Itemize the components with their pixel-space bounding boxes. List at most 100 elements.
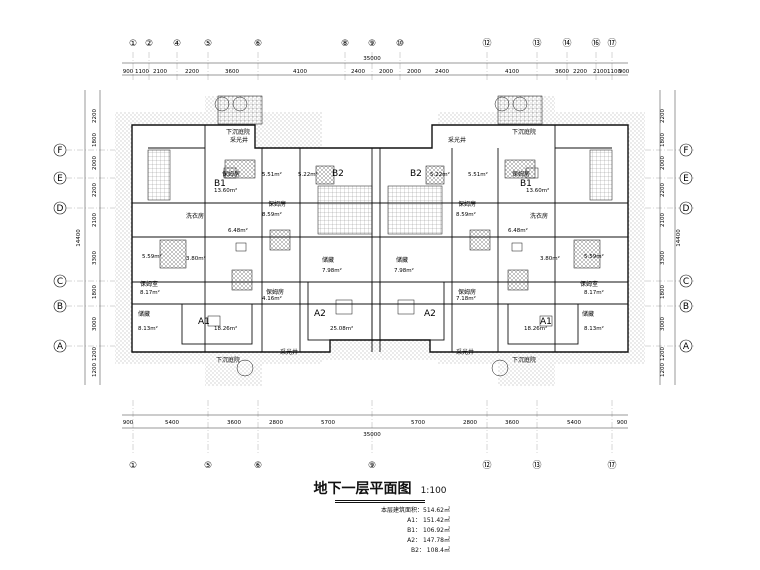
light-well-label: 采光井 [230, 136, 248, 144]
room-area: 5.59m² [584, 253, 604, 260]
a2-area: 25.08m² [330, 325, 353, 332]
dimension-text: 2200 [185, 69, 199, 75]
dimension-text: 900 [617, 420, 628, 426]
dimension-text: 1200 [660, 347, 666, 361]
axis-bubble-top: ⑩ [396, 39, 404, 49]
axis-letter: A [683, 342, 690, 352]
axis-bubble-top: ⑫ [482, 38, 491, 49]
dimension-text: 5700 [321, 420, 335, 426]
dimension-text: 2000 [660, 156, 666, 170]
room-area: 8.59m² [456, 211, 476, 218]
area-summary-line: 本层建筑面积：514.62㎡ [381, 507, 450, 514]
maid-label: 保姆房 [512, 170, 530, 178]
dimension-text: 3300 [660, 251, 666, 265]
dimension-text: 1100 [135, 69, 149, 75]
axis-letter: D [57, 204, 64, 214]
dimension-text: 1200 [660, 363, 666, 377]
dimension-text: 1800 [92, 285, 98, 299]
dimension-text: 3000 [92, 317, 98, 331]
axis-bubble-side [53, 339, 67, 353]
dimension-text: 3600 [227, 420, 241, 426]
dimension-text: 3600 [505, 420, 519, 426]
axis-letter: C [683, 277, 689, 287]
axis-bubble-top: ⑥ [254, 39, 262, 49]
axis-letter: C [57, 277, 63, 287]
laundry-label: 洗衣房 [530, 212, 548, 220]
area-summary-line: A1： 151.42㎡ [407, 517, 450, 524]
room-area: 5.51m² [468, 171, 488, 178]
axis-bubble-top: ⑭ [562, 38, 571, 49]
a2-label: A2 [424, 309, 436, 319]
area-labels: 18.26m² 18.26m² 25.08m² 13.60m² 13.60m² … [138, 171, 604, 332]
b1-area: 13.60m² [214, 187, 237, 194]
dimension-text: 2000 [92, 156, 98, 170]
axis-bubble-top: ⑧ [341, 39, 349, 49]
maid-label: 保姆房 [458, 288, 476, 296]
axis-letter: B [57, 302, 63, 312]
room-area: 8.13m² [584, 325, 604, 332]
storage-label: 储藏 [322, 256, 334, 264]
dimension-text: 2100 [593, 69, 607, 75]
area-summary-line: A2： 147.78㎡ [407, 537, 450, 544]
room-area: 8.13m² [138, 325, 158, 332]
axis-bubble-bottom: ⑨ [368, 461, 376, 471]
room-area: 8.17m² [140, 289, 160, 296]
storage-area: 7.98m² [322, 267, 342, 274]
plant-symbols [214, 96, 528, 377]
room-area: 8.59m² [262, 211, 282, 218]
room-area: 6.48m² [508, 227, 528, 234]
room-area: 3.80m² [186, 255, 206, 262]
dimension-text: 2800 [463, 420, 477, 426]
kitchen-label: 保姆房 [458, 200, 476, 208]
axis-bubble-side [53, 143, 67, 157]
b1-label: B1 [520, 179, 532, 189]
dimension-text: 2000 [379, 69, 393, 75]
room-area: 5.51m² [262, 171, 282, 178]
dimension-text: 5400 [567, 420, 581, 426]
dimension-text: 1100 [607, 69, 621, 75]
sunken-yard-label: 下沉庭院 [216, 356, 240, 364]
storage-label: 储藏 [138, 310, 150, 318]
axis-bubble-side [679, 299, 693, 313]
room-area: 3.80m² [540, 255, 560, 262]
storage-label: 储藏 [582, 310, 594, 318]
room-area: 6.48m² [228, 227, 248, 234]
drawing-caption: 地下一层平面图 1:100 [0, 478, 760, 507]
axis-bubble-side [679, 171, 693, 185]
room-area: 5.59m² [142, 253, 162, 260]
axis-bubble-top: ⑯ [591, 38, 600, 49]
a1-area: 18.26m² [524, 325, 547, 332]
axis-letter: F [683, 146, 688, 156]
dimension-text: 2100 [660, 213, 666, 227]
axis-bubble-side [679, 339, 693, 353]
dimension-text: 1800 [660, 133, 666, 147]
room-area: 7.18m² [456, 295, 476, 302]
a1-area: 18.26m² [214, 325, 237, 332]
dimension-total: 14400 [76, 229, 82, 247]
sunken-yard-label: 下沉庭院 [512, 356, 536, 364]
axis-bubble-top: ② [145, 39, 153, 49]
a1-label: A1 [540, 317, 552, 327]
furniture [207, 167, 553, 327]
axis-bubble-bottom: ⑤ [204, 461, 212, 471]
axis-bubble-top: ① [129, 39, 137, 49]
dimension-text: 900 [123, 420, 134, 426]
axis-bubble-side [53, 299, 67, 313]
dimension-text: 2800 [269, 420, 283, 426]
axis-bubble-side [679, 274, 693, 288]
axis-bubble-side [679, 143, 693, 157]
axis-bubble-side [53, 201, 67, 215]
b2-label: B2 [410, 169, 422, 179]
dimension-text: 2100 [92, 213, 98, 227]
room-area: 4.16m² [262, 295, 282, 302]
maid-room-label: 保姆室 [140, 280, 158, 288]
b2-area: 5.22m² [430, 171, 450, 178]
storage-area: 7.98m² [394, 267, 414, 274]
axis-bubble-side [53, 274, 67, 288]
axis-bubble-top: ⑰ [607, 38, 616, 49]
area-summary-line: B1： 106.92㎡ [407, 527, 450, 534]
room-area: 8.17m² [584, 289, 604, 296]
